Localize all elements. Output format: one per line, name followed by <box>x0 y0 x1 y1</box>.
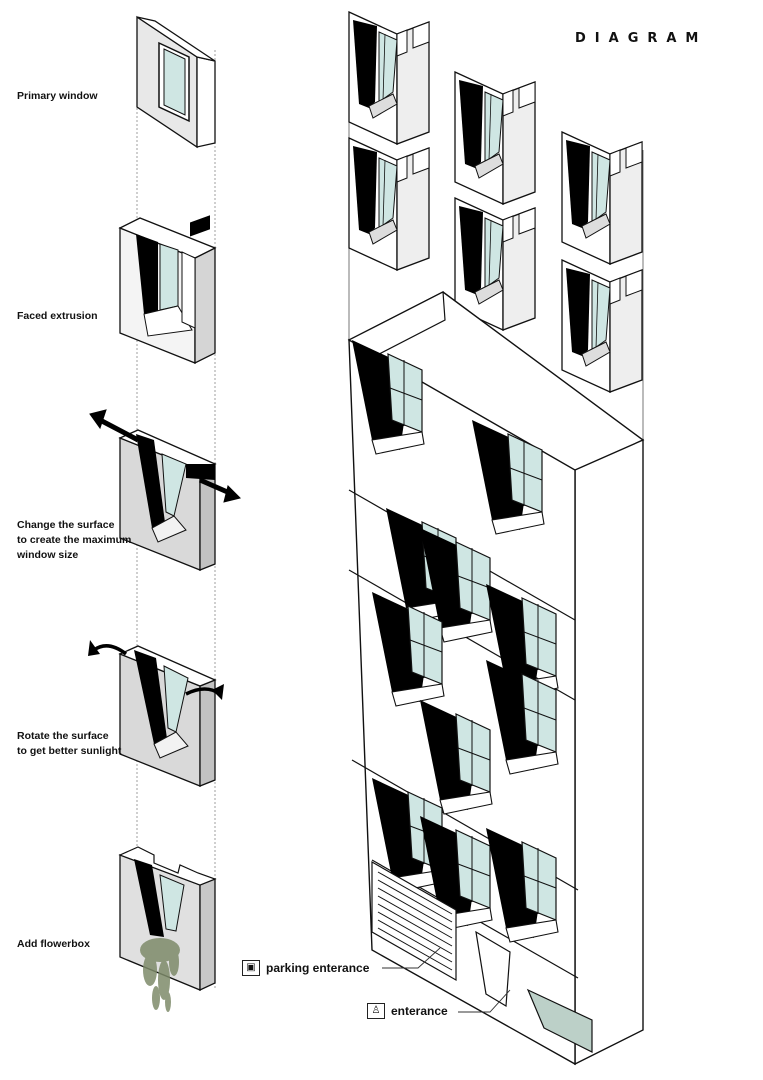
hanging-plants <box>140 938 180 1012</box>
diagram-title: DIAGRAM <box>575 31 707 46</box>
entrance-label: enterance <box>391 1004 448 1018</box>
step-label-change-surface: Change the surface to create the maximum… <box>17 518 131 563</box>
step-change-surface-illustration <box>120 430 215 570</box>
step-faced-extrusion-illustration <box>120 215 215 363</box>
parking-entrance-label: parking enterance <box>266 961 369 975</box>
step-primary-window-illustration <box>137 17 215 147</box>
car-icon: ▣ <box>242 960 260 976</box>
step-label-faced-extrusion: Faced extrusion <box>17 309 98 324</box>
step-label-rotate-surface: Rotate the surface to get better sunligh… <box>17 729 121 759</box>
parking-entrance-callout: ▣ parking enterance <box>242 960 369 976</box>
step-label-flowerbox: Add flowerbox <box>17 937 90 952</box>
step-rotate-surface-illustration <box>120 646 215 786</box>
entrance-callout: ♙ enterance <box>367 1003 448 1019</box>
pedestrian-icon: ♙ <box>367 1003 385 1019</box>
step-label-primary-window: Primary window <box>17 89 98 104</box>
